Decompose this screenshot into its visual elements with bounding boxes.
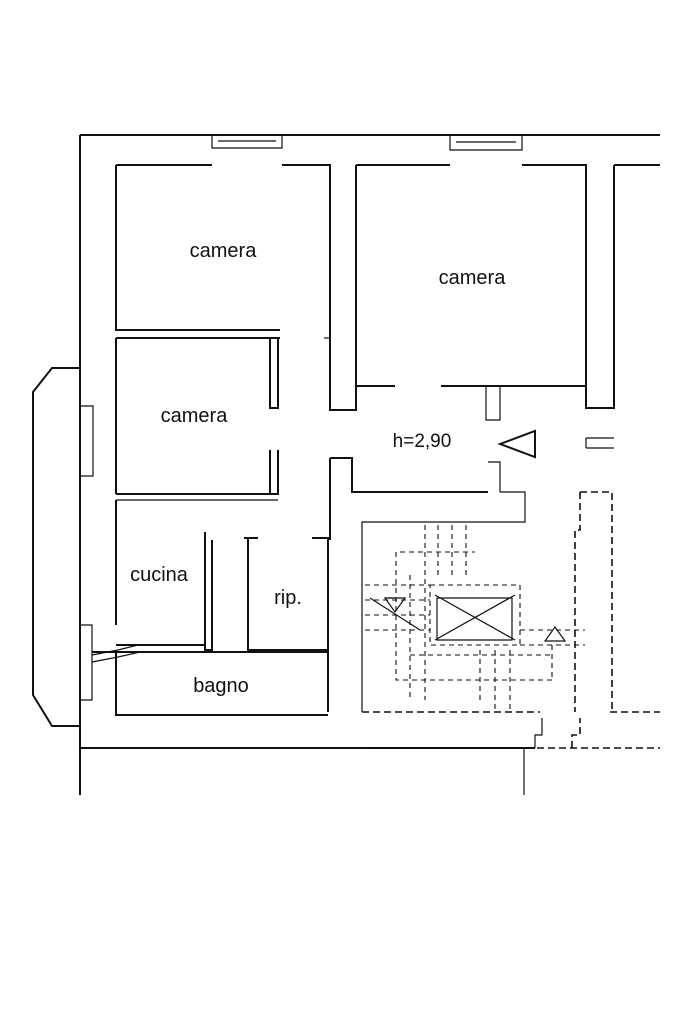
corridor-walls: [329, 457, 526, 712]
stairwell: [362, 491, 660, 749]
right-walls: [485, 164, 660, 449]
window-marks: [211, 135, 523, 151]
label-camera-top-right: camera: [439, 267, 507, 289]
room-camera-top-left-walls: [115, 164, 331, 339]
room-bagno-walls: [92, 651, 328, 716]
outer-walls: [79, 134, 660, 795]
room-ripostiglio-walls: [244, 537, 329, 712]
label-camera-top-left: camera: [190, 240, 258, 262]
stair-down-arrow-icon: [383, 597, 407, 614]
room-camera-middle-walls: [115, 337, 280, 501]
label-ceiling-height: h=2,90: [393, 431, 452, 452]
room-cucina-walls: [91, 500, 213, 663]
stair-up-arrow-icon: [543, 625, 567, 642]
stair-arrows: [369, 429, 567, 642]
label-ripostiglio: rip.: [274, 587, 302, 609]
entrance-arrow-icon: [497, 429, 536, 459]
room-camera-top-right-walls: [329, 164, 587, 411]
label-bagno: bagno: [193, 675, 249, 697]
label-camera-middle: camera: [161, 405, 229, 427]
balcony: [32, 367, 94, 727]
label-cucina: cucina: [130, 564, 189, 586]
